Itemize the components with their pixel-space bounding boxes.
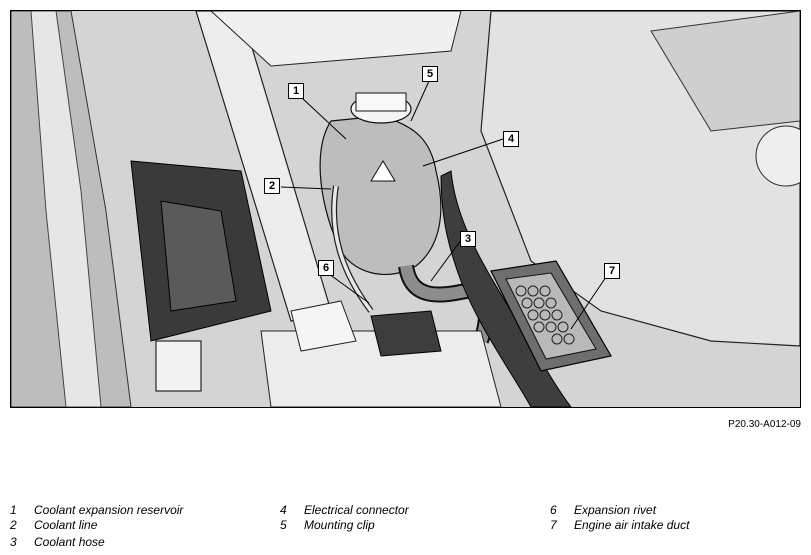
callout-7: 7 [604,263,620,279]
figure-code: P20.30-A012-09 [728,419,801,430]
legend-number: 7 [550,518,557,532]
callout-5: 5 [422,66,438,82]
legend-label: Engine air intake duct [574,518,690,532]
callout-2: 2 [264,178,280,194]
legend-item: 1 Coolant expansion reservoir [10,503,183,517]
legend-item: 6 Expansion rivet [550,503,656,517]
legend-item: 5 Mounting clip [280,518,375,532]
legend-item: 2 Coolant line [10,518,97,532]
legend-label: Electrical connector [304,503,409,517]
legend-label: Coolant line [34,518,98,532]
legend-label: Coolant expansion reservoir [34,503,184,517]
callout-1: 1 [288,83,304,99]
legend-number: 3 [10,535,17,549]
legend-number: 5 [280,518,287,532]
legend-number: 2 [10,518,17,532]
legend-label: Mounting clip [304,518,375,532]
engine-bay-illustration: 1 2 3 4 5 6 7 [10,10,801,408]
legend-number: 4 [280,503,287,517]
callout-6: 6 [318,260,334,276]
legend-label: Expansion rivet [574,503,657,517]
legend-item: 4 Electrical connector [280,503,409,517]
legend-number: 6 [550,503,557,517]
legend-label: Coolant hose [34,535,105,549]
callout-3: 3 [460,231,476,247]
legend-number: 1 [10,503,17,517]
callout-4: 4 [503,131,519,147]
engine-bay-drawing [11,11,800,407]
legend-item: 7 Engine air intake duct [550,518,689,532]
legend-item: 3 Coolant hose [10,535,105,549]
